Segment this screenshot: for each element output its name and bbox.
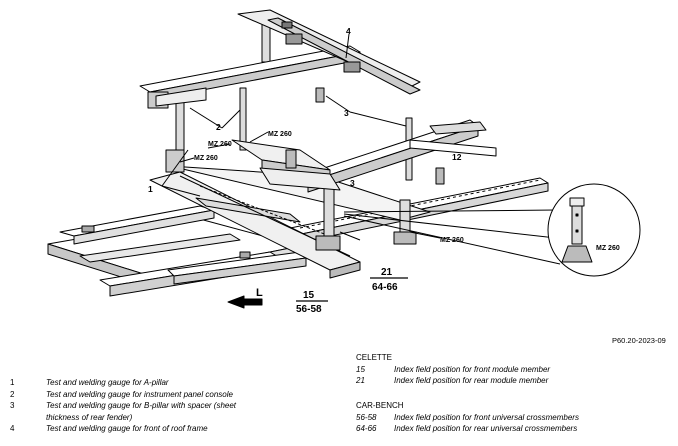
legend-text: Index field position for rear universal … [394,424,578,434]
mz-label-pillar-lower: MZ 260 [194,155,218,162]
legend-number: 56-58 [356,412,377,422]
legend-text: Test and welding gauge for A-pillar [46,378,169,387]
mz-label-center: MZ 260 [440,237,464,244]
legend-text: Index field position for front module me… [394,364,551,374]
legend-number: 21 [356,376,365,386]
legend-item: 2 Test and welding gauge for instrument … [10,389,236,401]
callout-3: 3 [344,108,349,118]
legend-text: Test and welding gauge for front of roof… [46,424,208,434]
legend-text: Index field position for front universal… [394,412,579,422]
detail-inset [343,183,641,277]
legend-number: 3 [10,401,15,411]
callout-4: 4 [346,26,351,36]
direction-label: L [256,287,263,299]
figure-reference: P60.20-2023-09 [612,336,666,345]
front-fraction-top: 15 [303,290,315,301]
rear-fraction-top: 21 [381,267,393,278]
celette-heading: CELETTE [356,353,393,362]
celette-legend: CELETTE 15 Index field position for fron… [356,352,550,387]
rear-marker-number: 12 [452,152,462,162]
upper-frame [139,9,497,193]
legend-item: 21 Index field position for rear module … [356,375,550,387]
car-bench-legend: CAR-BENCH 56-58 Index field position for… [356,400,579,435]
legend-number: 4 [10,424,15,434]
callout-2: 2 [216,122,221,132]
front-fraction-bottom: 56-58 [296,304,322,315]
mz-label-inset: MZ 260 [596,245,620,252]
legend-number: 2 [10,389,15,399]
front-bench [47,205,307,297]
mz-label-pillar-upper: MZ 260 [208,141,232,148]
legend-text: Test and welding gauge for instrument pa… [46,389,233,399]
legend-item: 3 Test and welding gauge for B-pillar wi… [10,400,236,412]
legend-text: thickness of rear fender) [46,412,133,422]
legend-text: Index field position for rear module mem… [394,376,549,386]
mz-label-console: MZ 260 [268,131,292,138]
legend-number: 64-66 [356,424,377,434]
legend-item: 64-66 Index field position for rear univ… [356,423,579,435]
callout-legend: 1 Test and welding gauge for A-pillar 2 … [10,377,236,435]
legend-number: 15 [356,364,365,374]
rear-fraction-bottom: 64-66 [372,282,398,293]
callout-1: 1 [148,184,153,194]
console-gauge [231,139,341,191]
legend-item: 4 Test and welding gauge for front of ro… [10,423,236,435]
front-marker-number: 3 [350,178,355,188]
legend-item: 15 Index field position for front module… [356,364,550,376]
legend-item: 1 Test and welding gauge for A-pillar [10,377,236,389]
direction-arrow-icon [227,295,263,309]
legend-number: 1 [10,378,15,387]
legend-number [10,412,46,424]
leader-lines [161,33,441,241]
legend-text: Test and welding gauge for B-pillar with… [46,401,237,411]
car-bench-heading: CAR-BENCH [356,401,404,410]
legend-item: 56-58 Index field position for front uni… [356,412,579,424]
legend-item: thickness of rear fender) [10,412,236,424]
